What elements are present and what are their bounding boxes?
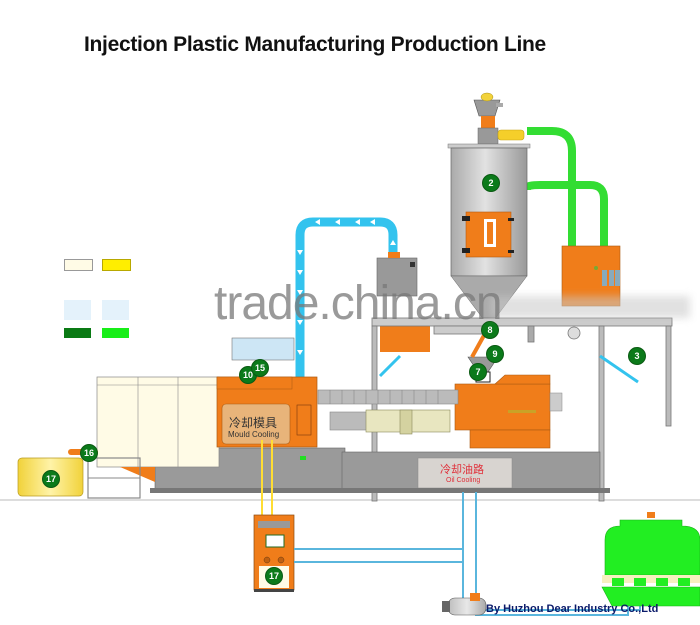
legend-swatch-cream [64, 259, 93, 271]
screw-barrel [317, 389, 459, 435]
credit-company: Huzhou Dear Industry Co.,Ltd [503, 603, 659, 615]
legend-swatch-yellow [102, 259, 131, 271]
credit-line: By Huzhou Dear Industry Co.,Ltd [486, 603, 658, 615]
badge-conveyor: 16 [80, 444, 98, 462]
mould-cooling-label-en: Mould Cooling [228, 430, 280, 439]
mould-cooling-label-cn: 冷却模具 [229, 416, 278, 430]
clamping-unit [216, 337, 318, 460]
badge-feed-hopper: 7 [469, 363, 487, 381]
credit-prefix: By [486, 603, 501, 615]
badge-dryer: 2 [482, 174, 500, 192]
watermark-blur [490, 296, 690, 318]
oil-cooling-label-en: Oil Cooling [446, 477, 481, 484]
legend-swatch-lightblue [64, 300, 91, 320]
badge-silo-outlet: 8 [481, 321, 499, 339]
mould-cooling-pipes [261, 440, 273, 515]
blue-vacuum-pipe [295, 217, 398, 380]
water-pump [442, 593, 487, 616]
page-title: Injection Plastic Manufacturing Producti… [84, 33, 546, 56]
injection-unit [454, 374, 563, 449]
badge-feed-tube: 9 [486, 345, 504, 363]
legend-swatch-darkgreen [64, 328, 91, 338]
legend-swatch-lightgreen [102, 328, 129, 338]
cooling-water-lines [294, 492, 641, 616]
cooling-tower [601, 512, 700, 607]
badge-mould-temp-controller: 17 [265, 567, 283, 585]
oil-cooling-label-cn: 冷却油路 [440, 463, 484, 476]
badge-robot: 15 [251, 359, 269, 377]
safety-guard [96, 376, 220, 482]
badge-platform-leg: 3 [628, 347, 646, 365]
legend-swatch-lightblue-2 [102, 300, 129, 320]
green-pipes [523, 127, 608, 248]
small-dryer-box [376, 252, 430, 352]
dryer-silo [447, 92, 531, 321]
badge-product-bin: 17 [42, 470, 60, 488]
watermark: trade.china.cn [214, 277, 503, 330]
